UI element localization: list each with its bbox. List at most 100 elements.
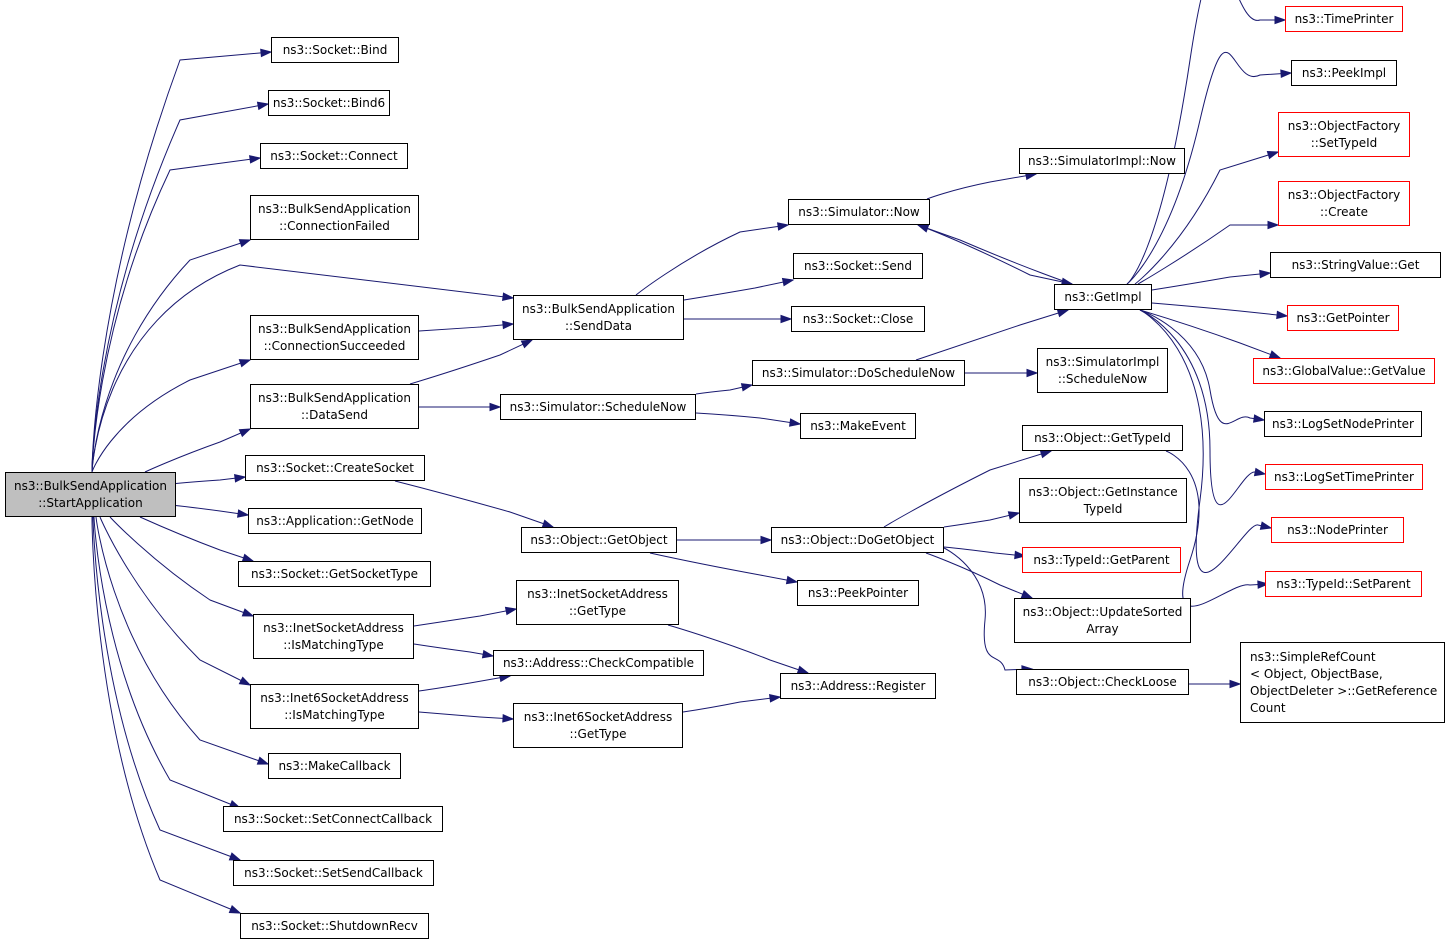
edge-senddata-to-simnow <box>635 224 789 296</box>
node-node-printer[interactable]: ns3::NodePrinter <box>1271 517 1404 543</box>
node-label-line: ns3::Socket::GetSocketType <box>251 566 418 581</box>
node-label-line: ns3::PeekPointer <box>807 585 909 600</box>
arrowhead-simplerefcount <box>1229 679 1242 689</box>
arrowhead-datasend <box>238 428 252 438</box>
node-log-set-time-printer[interactable]: ns3::LogSetTimePrinter <box>1265 464 1423 490</box>
edge-getimpl-to-ofcreate <box>1137 224 1278 285</box>
node-object-do-get-object[interactable]: ns3::Object::DoGetObject <box>771 527 944 553</box>
arrowhead-inetgettype <box>504 606 518 616</box>
node-data-send[interactable]: ns3::BulkSendApplication::DataSend <box>250 384 419 429</box>
node-simulator-now[interactable]: ns3::Simulator::Now <box>788 199 930 225</box>
node-label-line: ns3::Socket::Close <box>802 311 914 326</box>
arrowhead-setsendcb <box>228 852 242 861</box>
arrowhead-makeevent <box>789 418 802 427</box>
node-label-line: ns3::Socket::ShutdownRecv <box>251 918 418 933</box>
node-label-line: ns3::TypeId::GetParent <box>1033 552 1170 567</box>
node-simple-ref-count-get-reference-count[interactable]: ns3::SimpleRefCount< Object, ObjectBase,… <box>1240 642 1445 723</box>
arrowhead-inet6match <box>238 676 252 686</box>
node-socket-bind6[interactable]: ns3::Socket::Bind6 <box>268 90 390 116</box>
arrowhead-ofsettypeid <box>1266 150 1280 160</box>
node-label-line: ns3::Application::GetNode <box>256 513 414 528</box>
node-simulator-impl-now[interactable]: ns3::SimulatorImpl::Now <box>1019 148 1185 174</box>
edge-getimpl-to-ofsettypeid <box>1134 151 1279 285</box>
node-label-line: ::Create <box>1320 204 1368 219</box>
node-get-pointer[interactable]: ns3::GetPointer <box>1287 305 1399 331</box>
node-log-set-node-printer[interactable]: ns3::LogSetNodePrinter <box>1264 411 1422 437</box>
edge-start-to-inet6match <box>99 516 251 686</box>
node-shutdown-recv[interactable]: ns3::Socket::ShutdownRecv <box>240 913 429 939</box>
node-object-get-object[interactable]: ns3::Object::GetObject <box>521 527 677 553</box>
node-address-check-compatible[interactable]: ns3::Address::CheckCompatible <box>493 650 704 676</box>
node-label-line: ns3::MakeCallback <box>278 758 391 773</box>
node-label-line: ns3::InetSocketAddress <box>527 586 668 601</box>
arrowhead-logsetnode <box>1253 414 1266 423</box>
edge-datasend-to-senddata <box>409 339 533 385</box>
node-application-get-node[interactable]: ns3::Application::GetNode <box>248 508 422 534</box>
node-socket-bind[interactable]: ns3::Socket::Bind <box>271 37 399 63</box>
node-label-line: ns3::SimulatorImpl <box>1045 354 1160 369</box>
arrowhead-inet6gettype <box>502 714 515 723</box>
node-make-event[interactable]: ns3::MakeEvent <box>800 413 916 439</box>
node-connection-failed[interactable]: ns3::BulkSendApplication::ConnectionFail… <box>250 195 419 240</box>
node-get-socket-type[interactable]: ns3::Socket::GetSocketType <box>238 561 431 587</box>
node-object-get-type-id[interactable]: ns3::Object::GetTypeId <box>1022 425 1183 451</box>
node-peek-pointer[interactable]: ns3::PeekPointer <box>797 580 919 606</box>
node-set-connect-callback[interactable]: ns3::Socket::SetConnectCallback <box>223 806 443 832</box>
node-label-line: ns3::BulkSendApplication <box>522 301 675 316</box>
node-inet6-is-matching-type[interactable]: ns3::Inet6SocketAddress::IsMatchingType <box>250 684 419 729</box>
node-label-line: ns3::BulkSendApplication <box>258 201 411 216</box>
node-get-impl[interactable]: ns3::GetImpl <box>1054 284 1152 310</box>
node-time-printer[interactable]: ns3::TimePrinter <box>1285 6 1403 32</box>
node-object-check-loose[interactable]: ns3::Object::CheckLoose <box>1016 669 1189 695</box>
node-label-line: ::IsMatchingType <box>284 707 385 722</box>
node-label-line: ns3::TimePrinter <box>1294 11 1394 26</box>
node-simulator-impl-schedule-now[interactable]: ns3::SimulatorImpl::ScheduleNow <box>1037 348 1168 393</box>
node-simulator-schedule-now[interactable]: ns3::Simulator::ScheduleNow <box>500 394 696 420</box>
node-inet6-get-type[interactable]: ns3::Inet6SocketAddress::GetType <box>513 703 683 748</box>
node-object-factory-create[interactable]: ns3::ObjectFactory::Create <box>1278 181 1410 226</box>
node-peek-impl[interactable]: ns3::PeekImpl <box>1291 60 1397 86</box>
node-label-line: ns3::LogSetNodePrinter <box>1272 416 1414 431</box>
node-socket-connect[interactable]: ns3::Socket::Connect <box>260 143 408 169</box>
node-inet-get-type[interactable]: ns3::InetSocketAddress::GetType <box>516 580 679 625</box>
node-type-id-set-parent[interactable]: ns3::TypeId::SetParent <box>1265 571 1422 597</box>
node-set-send-callback[interactable]: ns3::Socket::SetSendCallback <box>233 860 434 886</box>
node-label-line: ns3::LogSetTimePrinter <box>1273 469 1414 484</box>
edge-start-to-connect <box>91 157 261 473</box>
edge-getimpl-to-logsettime <box>1139 309 1266 506</box>
edge-getimpl-to-peekimpl <box>1126 51 1292 285</box>
arrowhead-peekimpl <box>1280 69 1293 78</box>
node-label-line: ::ScheduleNow <box>1057 371 1148 386</box>
node-start-application[interactable]: ns3::BulkSendApplication::StartApplicati… <box>5 472 176 517</box>
node-label-line: ns3::Socket::Send <box>803 258 913 273</box>
node-object-factory-set-type-id[interactable]: ns3::ObjectFactory::SetTypeId <box>1278 112 1410 157</box>
edge-simnow-to-simimplnow <box>926 173 1037 200</box>
node-socket-send[interactable]: ns3::Socket::Send <box>793 253 923 279</box>
node-label-line: ObjectDeleter >::GetReference <box>1250 683 1438 698</box>
node-send-data[interactable]: ns3::BulkSendApplication::SendData <box>513 295 684 340</box>
edge-getimpl-to-timeprinter <box>1126 0 1285 285</box>
node-global-value-get-value[interactable]: ns3::GlobalValue::GetValue <box>1253 358 1435 384</box>
node-type-id-get-parent[interactable]: ns3::TypeId::GetParent <box>1022 547 1181 573</box>
node-create-socket[interactable]: ns3::Socket::CreateSocket <box>245 455 425 481</box>
arrowhead-makecallback <box>256 756 270 765</box>
arrowhead-senddata <box>502 292 515 302</box>
node-string-value-get[interactable]: ns3::StringValue::Get <box>1270 252 1441 278</box>
edge-inetmatch-to-checkcompat <box>413 643 494 657</box>
node-address-register[interactable]: ns3::Address::Register <box>780 673 936 699</box>
node-inet-is-matching-type[interactable]: ns3::InetSocketAddress::IsMatchingType <box>253 614 414 659</box>
node-label-line: ::DataSend <box>301 407 368 422</box>
edge-getobject-to-peekpointer <box>649 552 798 583</box>
arrowhead-updatesorted <box>1020 590 1034 599</box>
node-label-line: ns3::Inet6SocketAddress <box>523 709 673 724</box>
edge-getimpl-to-nodeprinter <box>1139 309 1272 573</box>
arrowhead-checkcompat <box>481 649 495 659</box>
node-simulator-do-schedule-now[interactable]: ns3::Simulator::DoScheduleNow <box>752 360 965 386</box>
node-connection-succeeded[interactable]: ns3::BulkSendApplication::ConnectionSucc… <box>250 315 419 360</box>
node-label-line: ns3::SimulatorImpl::Now <box>1028 153 1176 168</box>
node-socket-close[interactable]: ns3::Socket::Close <box>791 306 925 332</box>
arrowhead-senddata <box>502 320 515 330</box>
node-make-callback[interactable]: ns3::MakeCallback <box>268 753 401 779</box>
